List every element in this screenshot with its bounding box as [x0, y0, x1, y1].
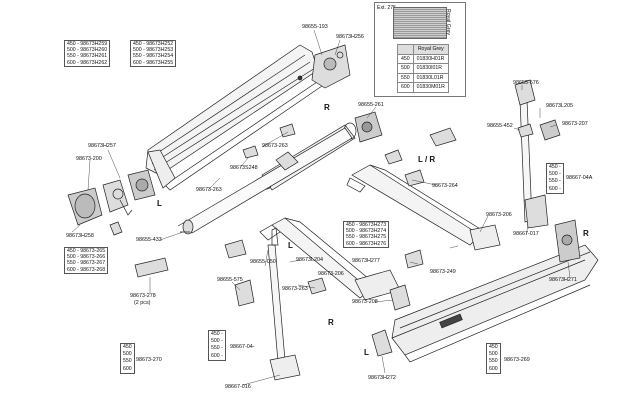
part-label: 98673H272	[368, 375, 396, 381]
fabric-column-header: Royal Grey	[412, 44, 449, 55]
part-label: (2 pcs)	[134, 300, 151, 306]
left-motor-assembly	[67, 169, 156, 226]
size-box-right-mid: 450 - 500 - 550 - 600 -	[546, 163, 564, 194]
part-label: 98655-050	[250, 259, 276, 265]
part-label: 98673-249	[430, 269, 456, 275]
center-end-mechanism	[354, 111, 383, 143]
left-vertical-leg	[267, 227, 301, 381]
part-label: 98673-206	[486, 212, 512, 218]
side-letter: L / R	[418, 155, 436, 164]
side-letter: R	[583, 229, 589, 238]
part-label: 98655-193	[302, 24, 328, 30]
left-support-arm	[259, 217, 401, 301]
code-table-left-top: 450 - 98673H259 500 - 98673H260 550 - 98…	[64, 40, 111, 67]
part-label: 98673-263	[196, 187, 222, 193]
part-label: 98673H277	[352, 258, 380, 264]
leader-lines	[71, 29, 571, 386]
fabric-swatch	[393, 7, 447, 39]
part-label: 98673-207	[562, 121, 588, 127]
part-label: 98673H258	[66, 233, 94, 239]
size-box-code: 98667-04A	[566, 175, 593, 181]
part-label: 98655-576	[513, 80, 539, 86]
size-box-bottom-right: 450 500 550 600	[486, 343, 501, 374]
side-letter: L	[157, 199, 162, 208]
part-label: 98673H257	[88, 143, 116, 149]
part-label: 98655-452	[487, 123, 513, 129]
code-table-center: 450 - 98673H273 500 - 98673H274 550 - 98…	[343, 221, 390, 248]
part-label: 98673-278	[130, 293, 156, 299]
size-box-code: 98673-269	[504, 357, 530, 363]
part-label: 98673-263	[282, 286, 308, 292]
part-label: 98673-208	[352, 299, 378, 305]
code-table-left-mid: 450 - 98673-265 500 - 98673-266 550 - 98…	[64, 247, 109, 274]
fabric-extension-label: Ext. 275	[377, 5, 397, 11]
part-label: 98673-263	[262, 143, 288, 149]
part-label: 98673L204	[296, 257, 323, 263]
end-profile	[147, 149, 176, 189]
size-box-bottom-left: 450 500 550 600	[120, 343, 135, 374]
small-brackets	[109, 123, 534, 357]
right-support-arm	[346, 164, 501, 251]
part-label: 98673-200	[76, 156, 102, 162]
fabric-swatch-name: Royal Grey	[445, 9, 451, 35]
part-label: 98673-264	[432, 183, 458, 189]
part-label: 98655-433	[136, 237, 162, 243]
side-letter: L	[364, 348, 369, 357]
right-end-cap	[554, 219, 581, 263]
size-box-bottom-mid: 450 - 500 - 550 - 600 -	[208, 330, 226, 361]
side-letter: L	[288, 241, 293, 250]
code-table-mid-top: 450 - 98673H252 500 - 98673H253 550 - 98…	[130, 40, 177, 67]
top-end-mechanism	[297, 44, 351, 89]
size-box-code: 98673-270	[136, 357, 162, 363]
part-label: 98655-575	[217, 277, 243, 283]
side-letter: R	[324, 103, 330, 112]
part-label: 98673S248	[230, 165, 258, 171]
size-box-code: 98667-04-	[230, 344, 255, 350]
bottom-cassette	[391, 244, 599, 363]
part-label: 98673H256	[336, 34, 364, 40]
part-label: 98673H271	[549, 277, 577, 283]
part-label: 98673-206	[318, 271, 344, 277]
side-letter: R	[328, 318, 334, 327]
part-label: 98667-017	[513, 231, 539, 237]
part-label: 98655-261	[358, 102, 384, 108]
part-label: 98667-016	[225, 384, 251, 390]
part-label: 98673L205	[546, 103, 573, 109]
